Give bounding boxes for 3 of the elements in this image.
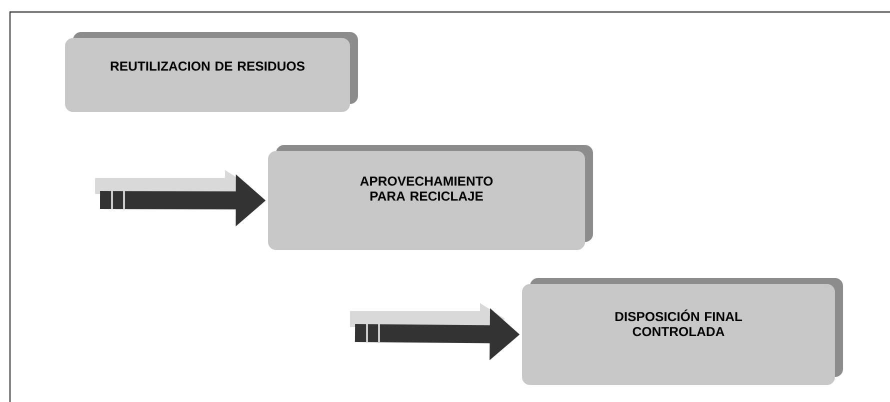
process-box: REUTILIZACION DE RESIDUOS bbox=[65, 32, 358, 112]
process-box: APROVECHAMIENTO PARA RECICLAJE bbox=[268, 145, 593, 250]
process-box: DISPOSICIÓN FINAL CONTROLADA bbox=[522, 278, 844, 385]
